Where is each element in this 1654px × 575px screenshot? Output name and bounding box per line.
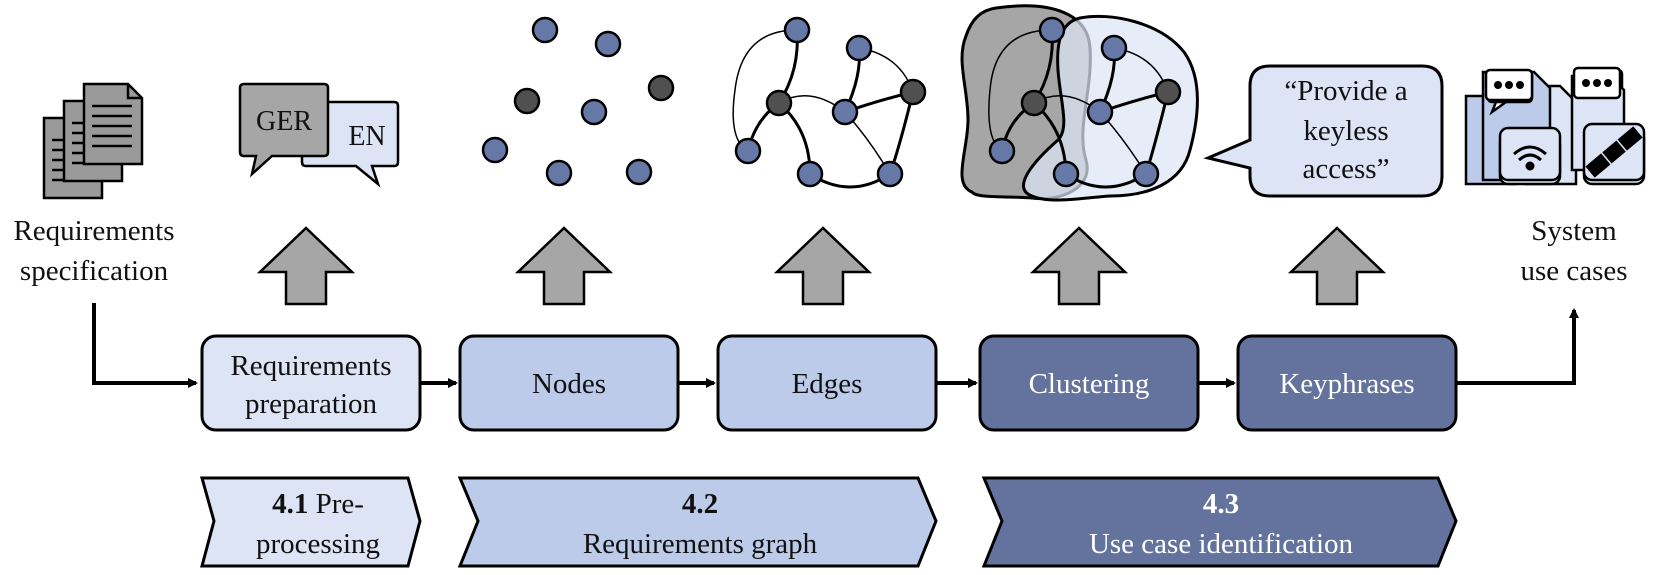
lang-ger-label: GER [256,106,312,137]
up-arrow-5 [1287,226,1387,306]
phase-use-case-identification: 4.3 Use case identification [981,476,1458,568]
speech-bubbles-language-icon: GER EN [238,82,400,188]
step-2-label: Nodes [532,368,606,400]
keyphrase-line1: “Provide a [1284,75,1407,107]
output-label-line2: use cases [1520,255,1627,287]
keyphrase-line3: access” [1303,153,1390,185]
clustered-graph-icon [960,4,1199,202]
step-5-label: Keyphrases [1279,368,1414,400]
connected-graph-icon [732,16,927,189]
phase-1-number: 4.1 [272,488,308,520]
step-1-label-line1: Requirements [230,350,391,382]
step-connectors [420,308,1579,388]
phase-3-number: 4.3 [1203,488,1239,520]
input-label-line1: Requirements [13,215,174,247]
phase-preprocessing: 4.1 Pre- processing [200,476,422,568]
output-label-line1: System [1531,215,1617,247]
wifi-icon [1513,145,1547,171]
input-flow-arrow [92,303,198,388]
step-requirements-preparation: Requirements preparation [200,334,422,432]
documents-stack-icon [42,82,144,200]
satellite-icon [1585,126,1643,178]
up-arrow-4 [1029,226,1129,306]
phase-3-title: Use case identification [1089,528,1354,560]
use-case-cards-icon [1464,66,1646,186]
phase-2-title: Requirements graph [583,528,818,560]
up-arrow-1 [256,226,356,306]
phase-1-title-line2: processing [256,528,380,560]
up-arrow-3 [773,226,873,306]
phase-2-number: 4.2 [682,488,718,520]
svg-text:4.1 Pre-: 4.1 Pre- [272,488,364,520]
keyphrase-line2: keyless [1303,115,1388,147]
up-arrow-2 [514,226,614,306]
step-nodes: Nodes [458,334,680,432]
lang-en-label: EN [348,121,385,152]
upward-arrows [256,226,1387,306]
step-keyphrases: Keyphrases [1236,334,1458,432]
phase-requirements-graph: 4.2 Requirements graph [457,476,938,568]
step-4-label: Clustering [1029,368,1150,400]
phase-1-title-inline: Pre- [308,488,364,520]
step-3-label: Edges [792,368,863,400]
output-flow-arrow [1456,308,1579,385]
input-label-line2: specification [20,255,169,287]
step-1-label-line2: preparation [245,388,378,420]
step-clustering: Clustering [978,334,1200,432]
keyphrase-bubble: “Provide a keyless access” [1203,64,1444,198]
step-edges: Edges [716,334,938,432]
scattered-nodes-icon [481,16,675,187]
